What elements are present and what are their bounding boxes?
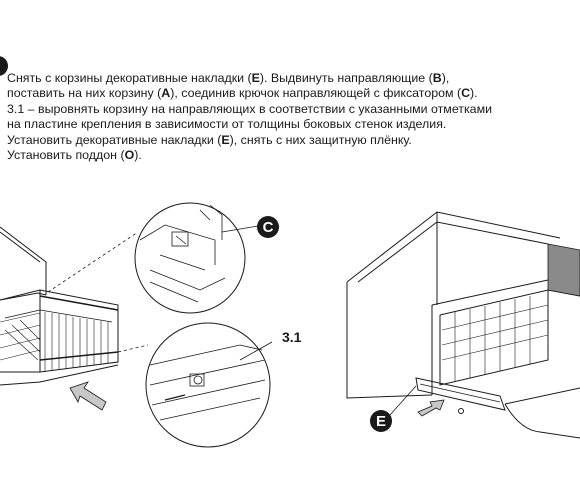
instructions-text: Снять с корзины декоративные накладки (E… xyxy=(7,71,567,163)
basket-wires xyxy=(0,312,109,372)
instruction-line-5: Установить декоративные накладки (E), сн… xyxy=(7,132,412,147)
instruction-line-3: 3.1 – выровнять корзину на направляющих … xyxy=(7,101,493,116)
right-basket-wires xyxy=(441,296,549,382)
label-c: C xyxy=(263,219,274,236)
cabinet-side-panel xyxy=(547,243,580,297)
instruction-line-2: поставить на них корзину (A), соединив к… xyxy=(7,86,478,101)
instruction-line-4: на пластине крепления в зависимости от т… xyxy=(7,117,447,132)
instruction-line-6: Установить поддон (O). xyxy=(7,148,142,163)
step-marker-icon xyxy=(0,56,8,76)
label-c-badge xyxy=(257,216,279,238)
label-e: E xyxy=(376,413,386,430)
detail-circle-c: C xyxy=(134,202,279,314)
instruction-line-1: Снять с корзины декоративные накладки (E… xyxy=(7,71,450,85)
label-3-1: 3.1 xyxy=(282,329,302,345)
push-arrow-right-icon xyxy=(417,399,445,417)
right-cabinet-drawing xyxy=(346,211,580,439)
label-e-badge xyxy=(370,410,392,432)
left-drawer-drawing xyxy=(0,226,149,386)
push-arrow-left-icon xyxy=(69,381,107,411)
detail-circle-3-1: 3.1 xyxy=(145,322,302,448)
